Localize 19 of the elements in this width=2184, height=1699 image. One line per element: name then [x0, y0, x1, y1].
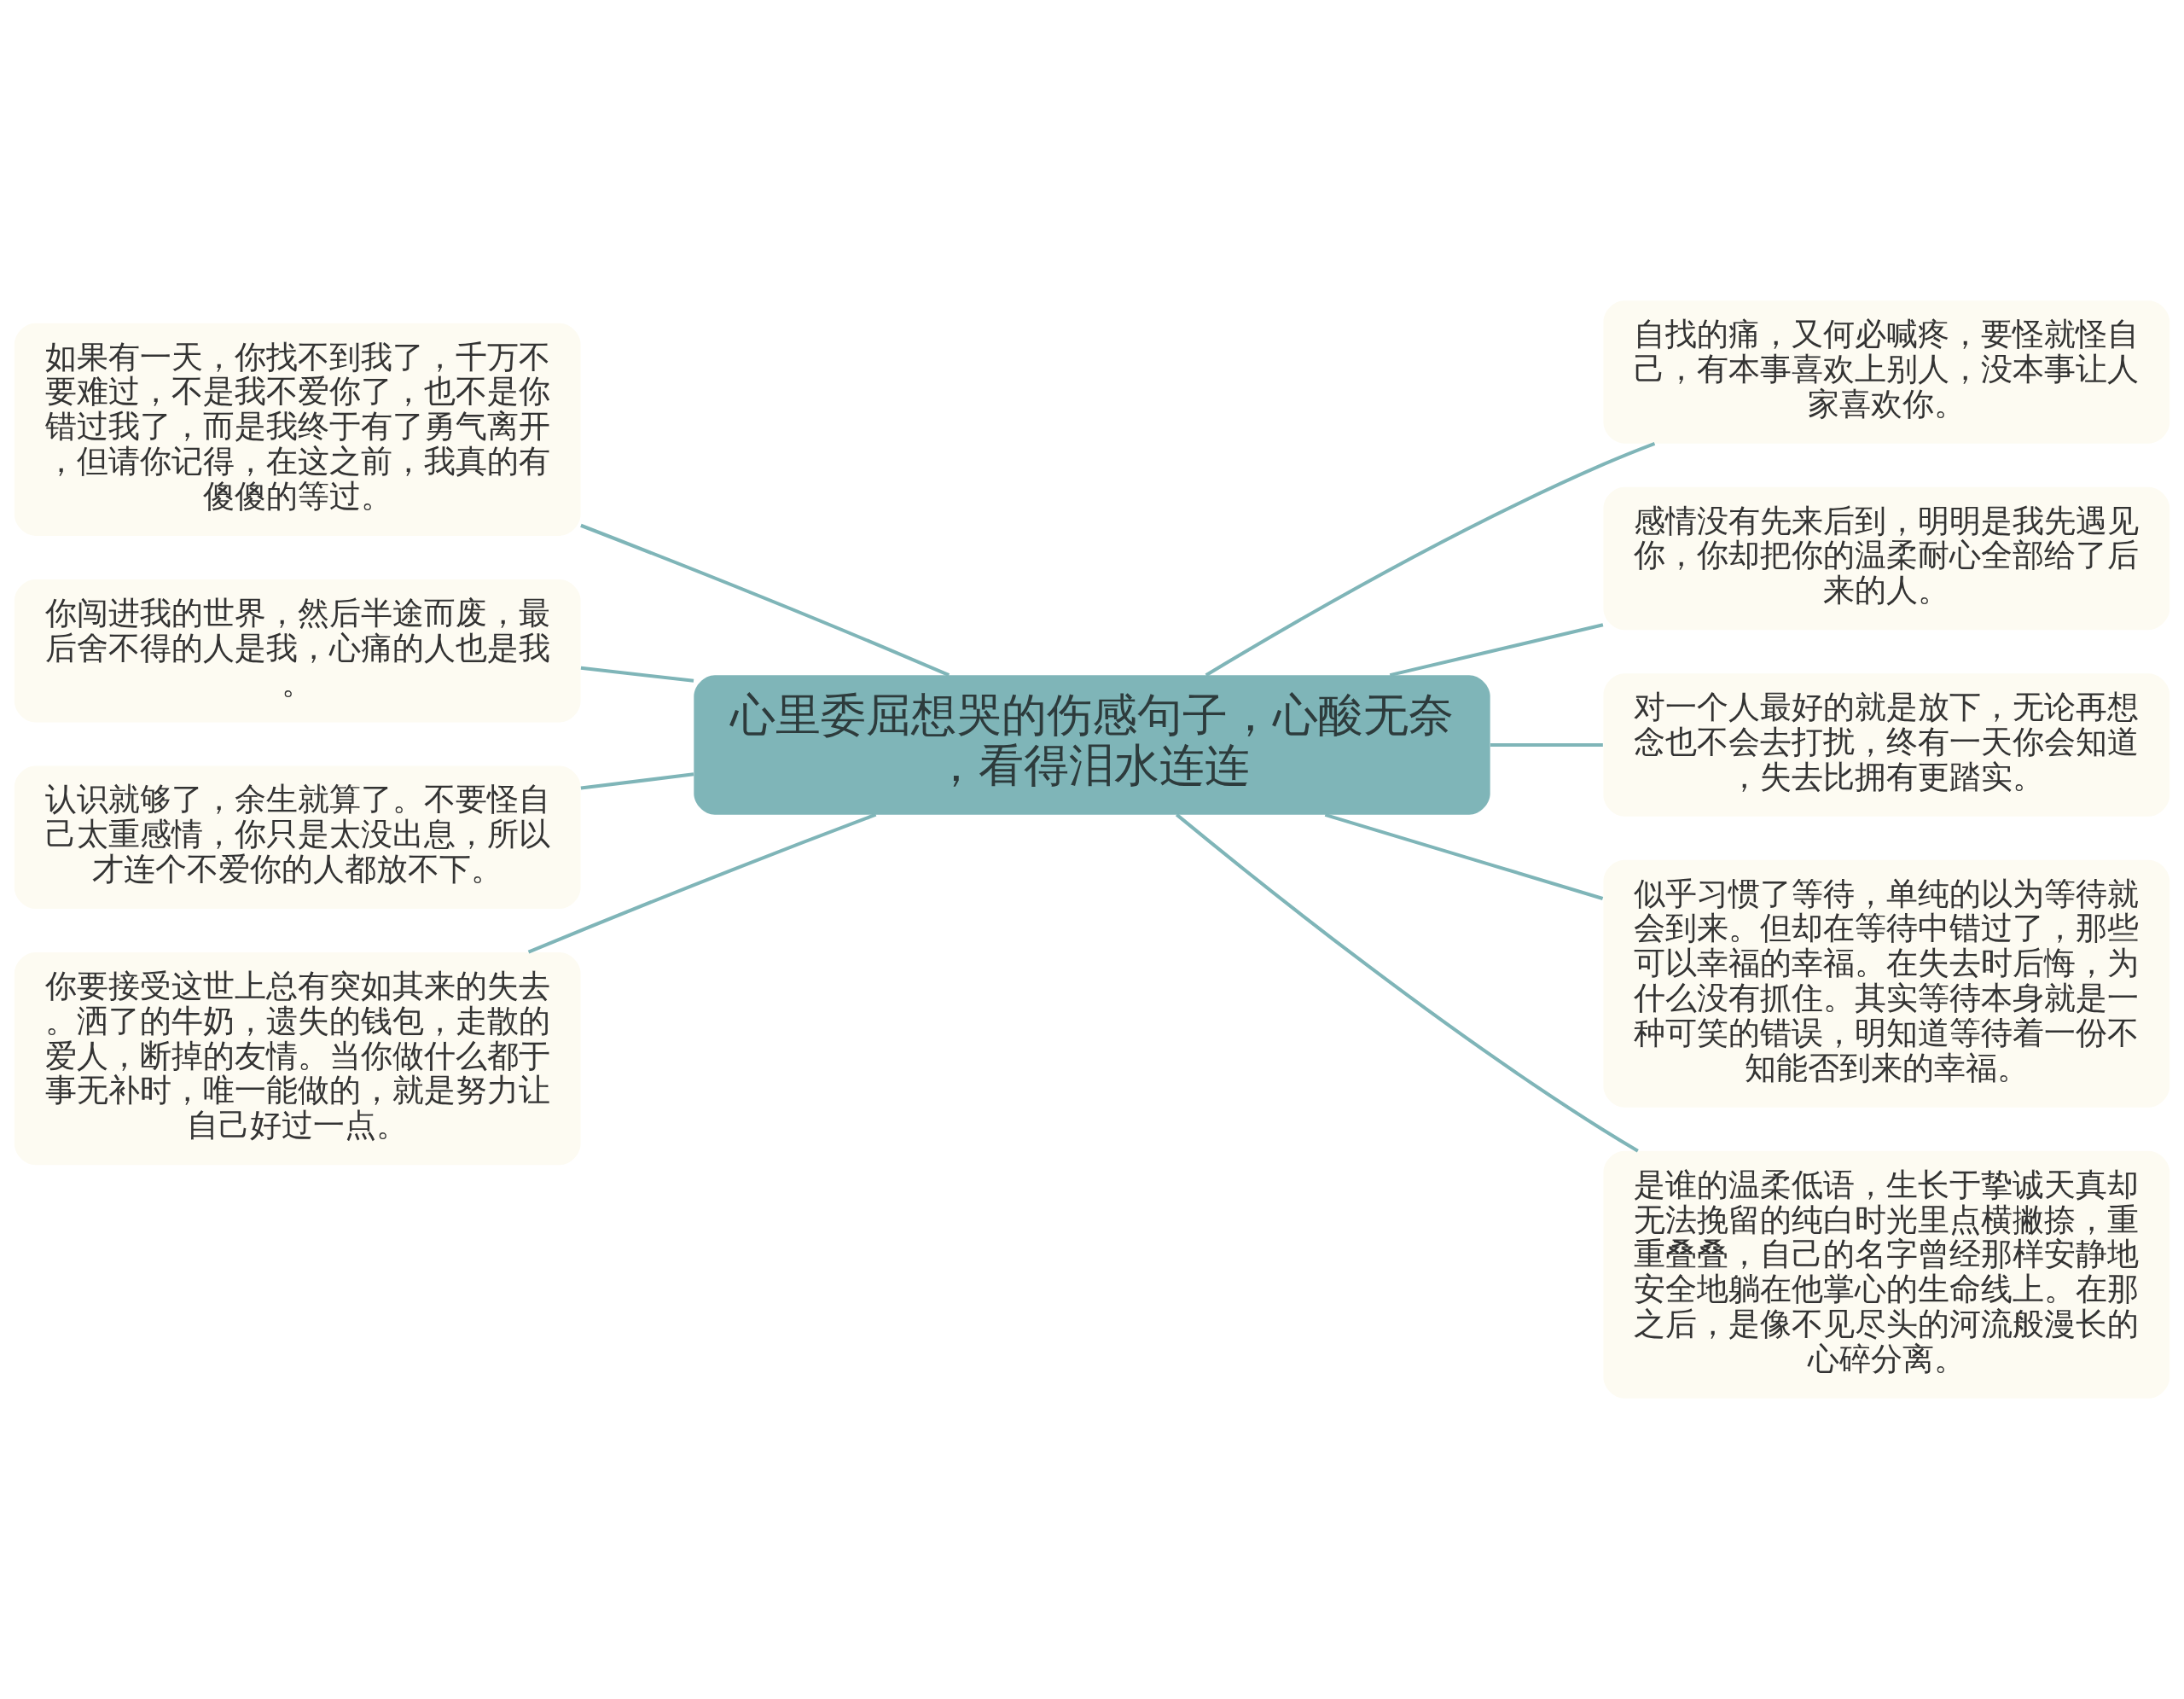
node-box: 似乎习惯了等待，单纯的以为等待就会到来。但却在等待中错过了，那些可以幸福的幸福。在失去时后悔，为什么没有抓住。其实等待本身就是一种可笑的错误，明知道等待着一份不知能否到来的幸福。 [1603, 859, 2170, 1108]
connector [1205, 441, 1656, 677]
node-box: 你闯进我的世界，然后半途而废，最后舍不得的人是我，心痛的人也是我。 [14, 579, 581, 723]
connector [580, 523, 950, 678]
connector [1490, 742, 1603, 747]
connector [580, 666, 694, 683]
node-box: 认识就够了，余生就算了。不要怪自己太重感情，你只是太没出息，所以才连个不爱你的人都放不下。 [14, 765, 581, 909]
node-box: 你要接受这世上总有突如其来的失去。洒了的牛奶，遗失的钱包，走散的爱人，断掉的友情。当你做什么都于事无补时，唯一能做的，就是努力让自己好过一点。 [14, 952, 581, 1166]
connector [580, 772, 694, 790]
node-box: 如果有一天，你找不到我了，千万不要难过，不是我不爱你了，也不是你错过我了，而是我终于有了勇气离开，但请你记得，在这之前，我真的有傻傻的等过。 [14, 323, 581, 536]
connector [1175, 813, 1639, 1153]
connector [1389, 623, 1604, 678]
connector [1324, 812, 1604, 900]
node-box: 对一个人最好的就是放下，无论再想念也不会去打扰，终有一天你会知道，失去比拥有更踏实。 [1603, 673, 2170, 817]
connector [527, 812, 877, 954]
node-box: 心里委屈想哭的伤感句子，心酸无奈，看得泪水连连 [694, 675, 1490, 815]
node-box: 感情没有先来后到，明明是我先遇见你，你却把你的温柔耐心全部给了后来的人。 [1603, 486, 2170, 631]
node-box: 是谁的温柔低语，生长于挚诚天真却无法挽留的纯白时光里点横撇捺，重重叠叠，自己的名字曾经那样安静地安全地躺在他掌心的生命线上。在那之后，是像不见尽头的河流般漫长的心碎分离。 [1603, 1150, 2170, 1399]
node-box: 自找的痛，又何必喊疼，要怪就怪自己，有本事喜欢上别人，没本事让人家喜欢你。 [1603, 300, 2170, 444]
